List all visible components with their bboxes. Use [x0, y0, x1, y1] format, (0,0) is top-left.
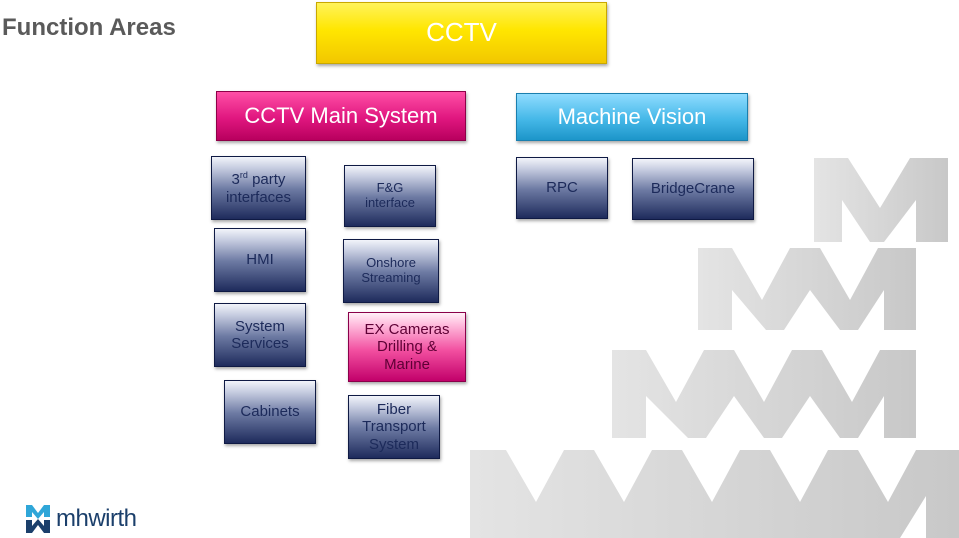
page-title: Function Areas — [2, 14, 176, 41]
mhwirth-logo: mhwirth — [26, 505, 137, 533]
fg-interface-box: F&G interface — [344, 165, 436, 227]
cctv-box: CCTV — [316, 2, 607, 64]
machine-vision-box: Machine Vision — [516, 93, 748, 141]
mhwirth-watermark-graphic — [470, 158, 959, 538]
cctv-main-system-box: CCTV Main System — [216, 91, 466, 141]
third-party-line1: 3rd party — [231, 170, 286, 189]
ex-cameras-box: EX Cameras Drilling & Marine — [348, 312, 466, 382]
onshore-streaming-box: Onshore Streaming — [343, 239, 439, 303]
mhwirth-logo-icon — [26, 505, 50, 533]
system-services-box: System Services — [214, 303, 306, 367]
third-party-line2: interfaces — [225, 188, 292, 206]
bridgecrane-box: BridgeCrane — [632, 158, 754, 220]
hmi-box: HMI — [214, 228, 306, 292]
logo-text: mhwirth — [56, 505, 137, 532]
fiber-transport-system-box: Fiber Transport System — [348, 395, 440, 459]
third-party-interfaces-box: 3rd party interfaces — [211, 156, 306, 220]
cabinets-box: Cabinets — [224, 380, 316, 444]
rpc-box: RPC — [516, 157, 608, 219]
